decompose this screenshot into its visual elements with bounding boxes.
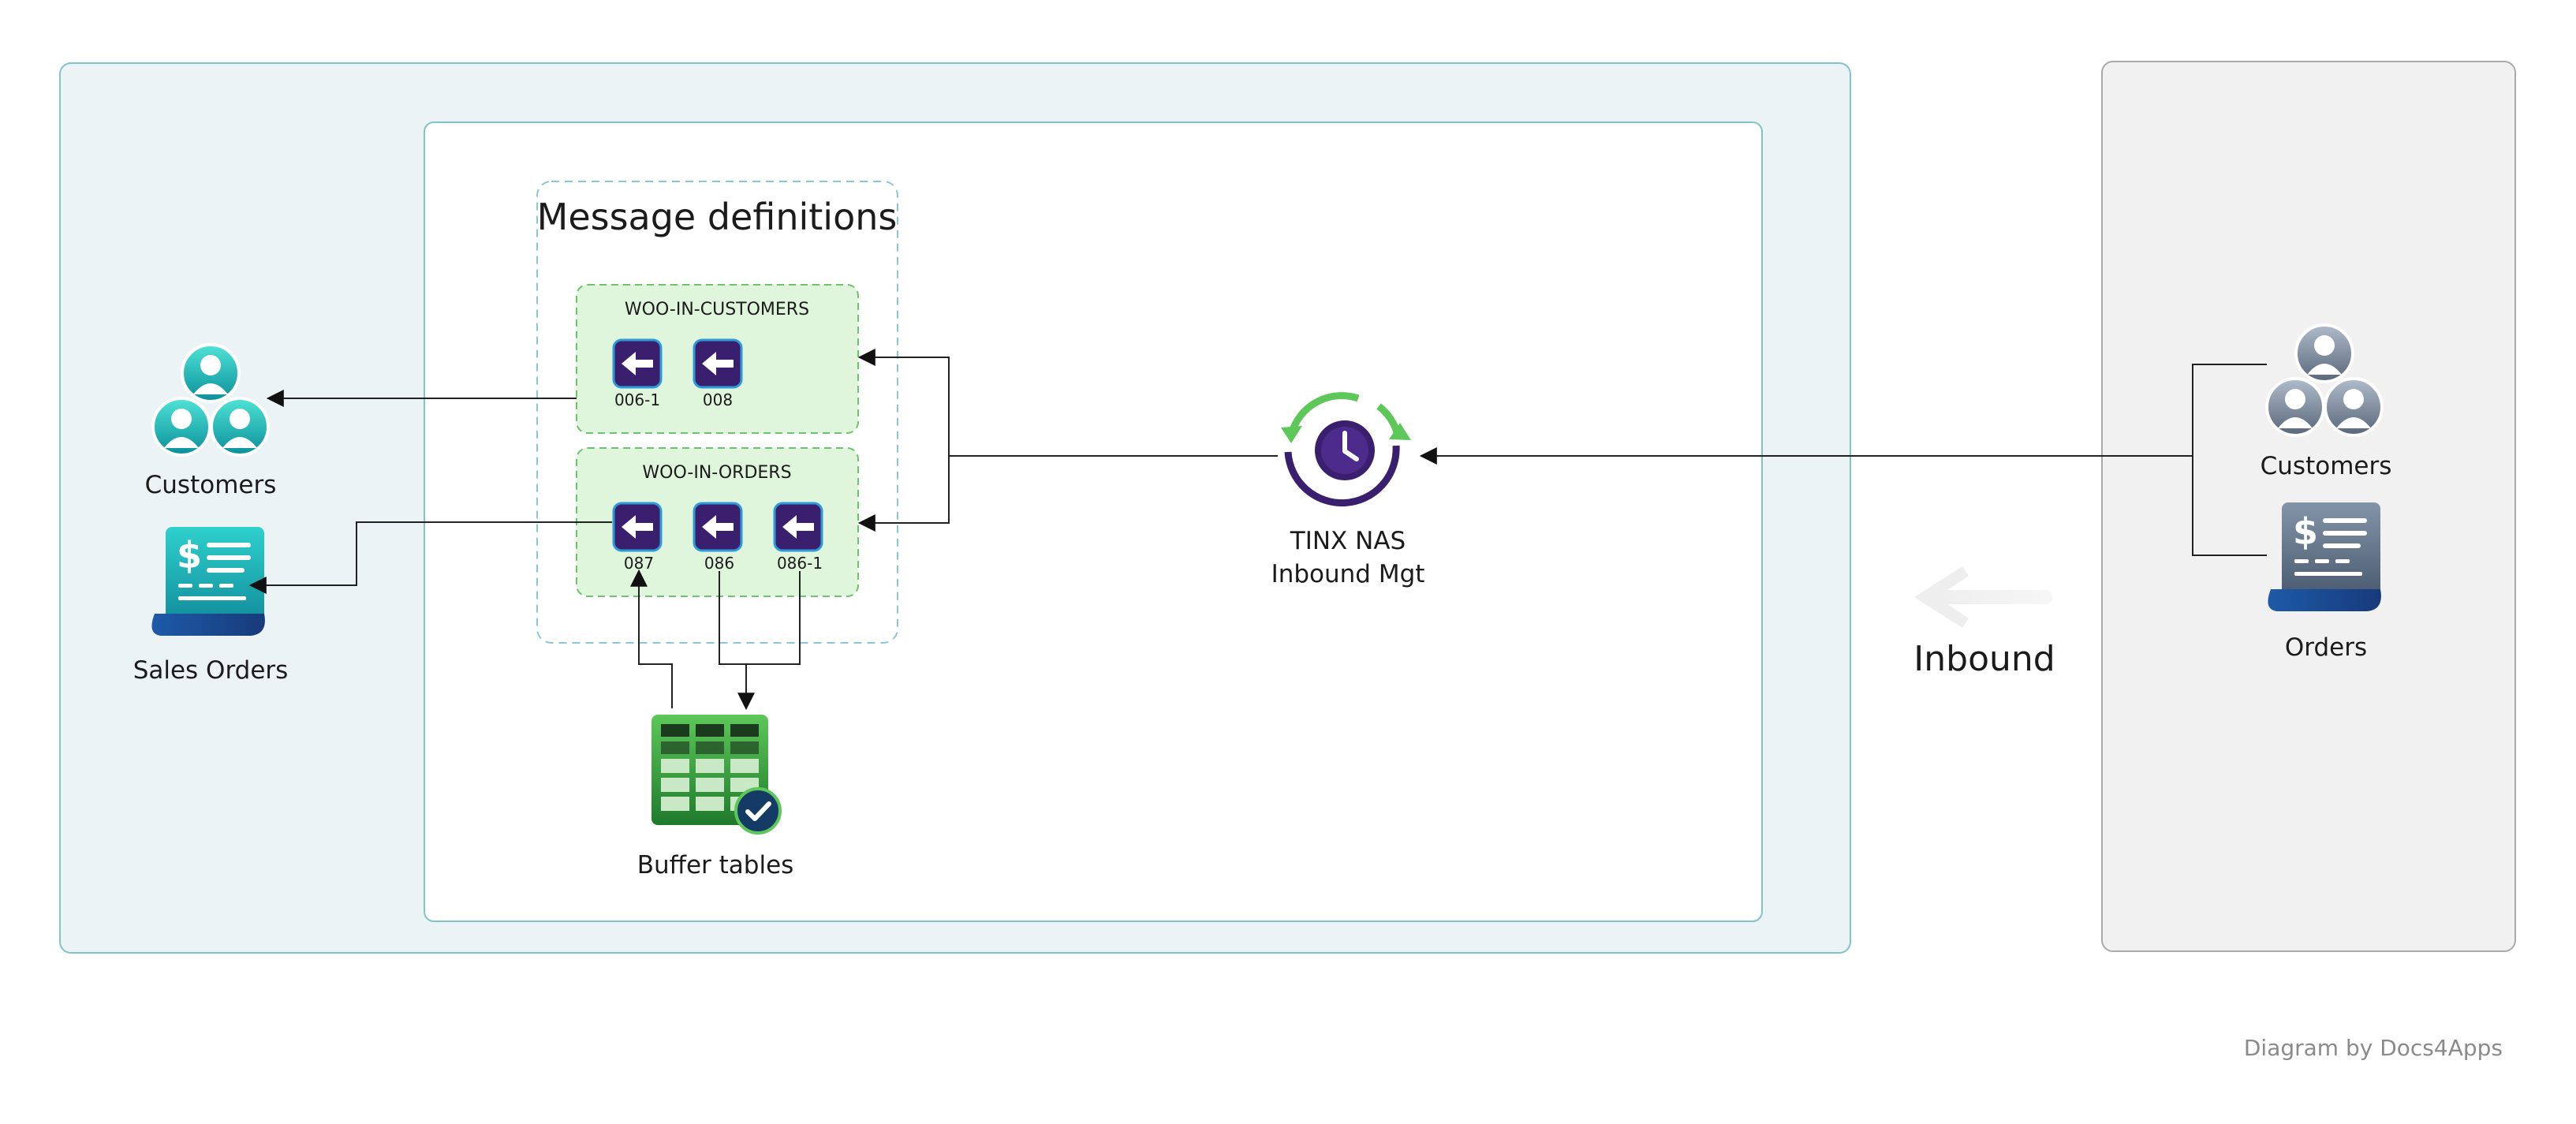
- connector-source-customers: [2192, 364, 2267, 456]
- message-arrow-icon: [773, 502, 823, 552]
- message-arrow-icon: [693, 502, 743, 552]
- customers-grey-icon: [2265, 323, 2384, 437]
- group-woo-in-orders[interactable]: WOO-IN-ORDERS 087 086 086-1: [576, 447, 859, 597]
- message-008-label: 008: [703, 390, 733, 409]
- sync-clock-icon: [1281, 392, 1411, 507]
- target-customers-label: Customers: [145, 471, 277, 499]
- message-arrow-icon: [612, 502, 663, 552]
- message-arrow-icon: [693, 338, 743, 389]
- connector-source-orders: [2192, 456, 2267, 556]
- target-sales-orders[interactable]: $ Sales Orders: [133, 527, 289, 685]
- diagram-credit: Diagram by Docs4Apps: [2244, 1035, 2503, 1061]
- inbound-direction: Inbound: [1913, 566, 2055, 679]
- target-customers[interactable]: Customers: [145, 343, 277, 499]
- check-badge-icon: [734, 787, 782, 835]
- message-definitions-title: Message definitions: [537, 196, 898, 238]
- message-008[interactable]: 008: [693, 338, 743, 409]
- tinx-nas-inbound-mgt[interactable]: TINX NAS Inbound Mgt: [1271, 392, 1425, 588]
- group-woo-in-orders-label: WOO-IN-ORDERS: [642, 463, 791, 483]
- connector-buffer-to-087: [630, 569, 673, 708]
- connector-086-1-to-buffer: [746, 571, 801, 665]
- message-arrow-icon: [612, 338, 663, 389]
- group-woo-in-customers-label: WOO-IN-CUSTOMERS: [625, 300, 809, 319]
- group-woo-in-customers[interactable]: WOO-IN-CUSTOMERS 006-1 008: [576, 284, 859, 434]
- source-customers[interactable]: Customers: [2261, 323, 2392, 480]
- message-006-1-label: 006-1: [614, 390, 660, 409]
- customers-teal-icon: [151, 343, 270, 457]
- connector-orders-to-target: [248, 521, 612, 594]
- buffer-tables[interactable]: Buffer tables: [637, 715, 794, 879]
- source-orders-label: Orders: [2285, 633, 2367, 662]
- buffer-table-icon: [651, 715, 782, 835]
- receipt-teal-icon: $: [151, 527, 265, 636]
- connector-to-woo-in-orders: [857, 456, 950, 532]
- source-orders[interactable]: $ Orders: [2268, 502, 2381, 662]
- tinx-nas-label-line1: TINX NAS: [1290, 527, 1406, 555]
- svg-text:$: $: [177, 534, 202, 577]
- arrow-left-icon: [1914, 566, 2052, 628]
- tinx-nas-label-line2: Inbound Mgt: [1271, 560, 1425, 588]
- message-006-1[interactable]: 006-1: [612, 338, 663, 409]
- source-customers-label: Customers: [2261, 452, 2392, 480]
- buffer-tables-label: Buffer tables: [637, 851, 794, 879]
- connector-086-to-buffer: [719, 571, 746, 665]
- message-086-label: 086: [704, 554, 734, 573]
- connectors: [248, 349, 2267, 711]
- message-086-1-label: 086-1: [777, 554, 823, 573]
- target-sales-orders-label: Sales Orders: [133, 656, 289, 685]
- message-086-1[interactable]: 086-1: [773, 502, 823, 573]
- svg-text:$: $: [2293, 510, 2318, 553]
- receipt-grey-icon: $: [2268, 502, 2381, 611]
- message-087-label: 087: [624, 554, 654, 573]
- connector-to-woo-in-customers: [857, 349, 950, 456]
- message-086[interactable]: 086: [693, 502, 743, 573]
- message-087[interactable]: 087: [612, 502, 663, 573]
- inbound-label: Inbound: [1913, 639, 2055, 679]
